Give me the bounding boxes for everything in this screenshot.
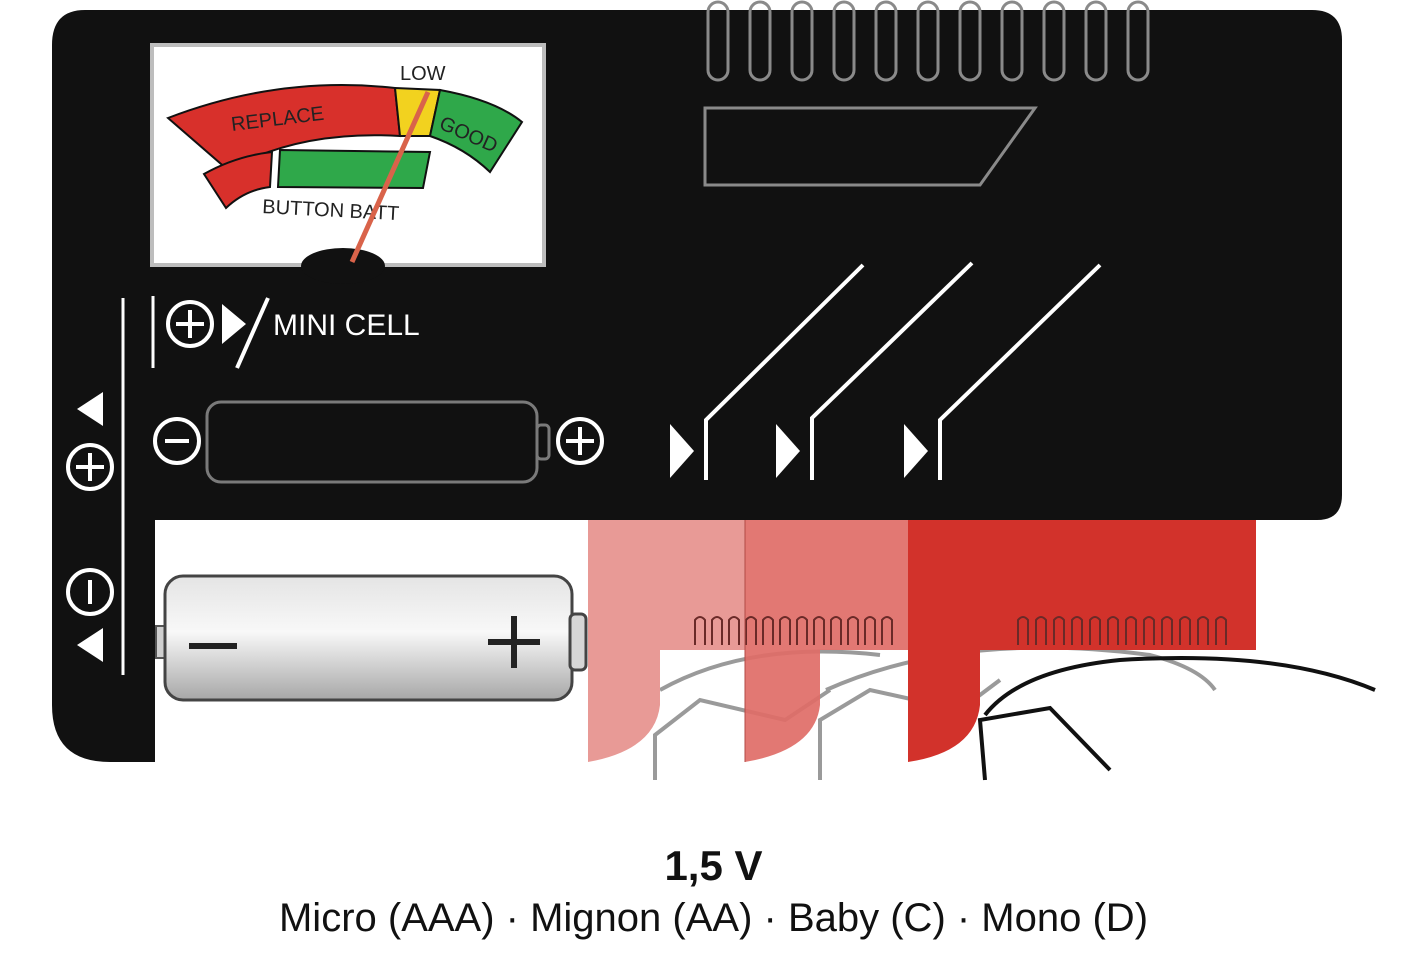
contact-levers xyxy=(704,261,1102,480)
lever-arrow-1-icon xyxy=(670,424,694,478)
slider-aa xyxy=(745,520,910,762)
mini-cell-minus-icon xyxy=(153,417,201,465)
analog-meter: REPLACE LOW GOOD BUTTON BATT xyxy=(150,43,546,284)
nine-volt-slot xyxy=(703,106,1038,187)
meter-needle xyxy=(349,90,431,264)
meter-button-batt-green-zone xyxy=(276,148,432,190)
aa-battery-plus-icon xyxy=(488,616,540,668)
meter-button-batt-red-zone xyxy=(202,150,274,210)
meter-good-zone xyxy=(428,88,524,174)
left-plus-icon xyxy=(66,443,114,491)
mini-cell-label: MINI CELL xyxy=(273,309,420,342)
meter-low-label: LOW xyxy=(400,63,446,85)
mini-cell-slash xyxy=(235,297,270,369)
voltage-caption: 1,5 V xyxy=(664,842,763,889)
mini-cell-plus-terminal-icon xyxy=(556,417,604,465)
lever-arrow-3-icon xyxy=(904,424,928,478)
meter-needle-pivot xyxy=(301,248,385,284)
slider-aaa xyxy=(588,520,745,762)
slider-teeth xyxy=(694,616,1227,645)
left-arrow-up-icon xyxy=(77,392,103,426)
contact-slots xyxy=(706,0,1150,82)
aa-battery xyxy=(155,574,588,702)
mini-cell-battery-outline xyxy=(205,400,551,484)
mini-cell-plus-icon xyxy=(166,300,214,348)
mini-cell-arrow-icon xyxy=(222,304,246,344)
battery-types-caption: Micro (AAA) · Mignon (AA) · Baby (C) · M… xyxy=(278,896,1149,940)
left-arrow-down-icon xyxy=(77,628,103,662)
left-minus-icon xyxy=(66,568,114,616)
lever-arrow-2-icon xyxy=(776,424,800,478)
